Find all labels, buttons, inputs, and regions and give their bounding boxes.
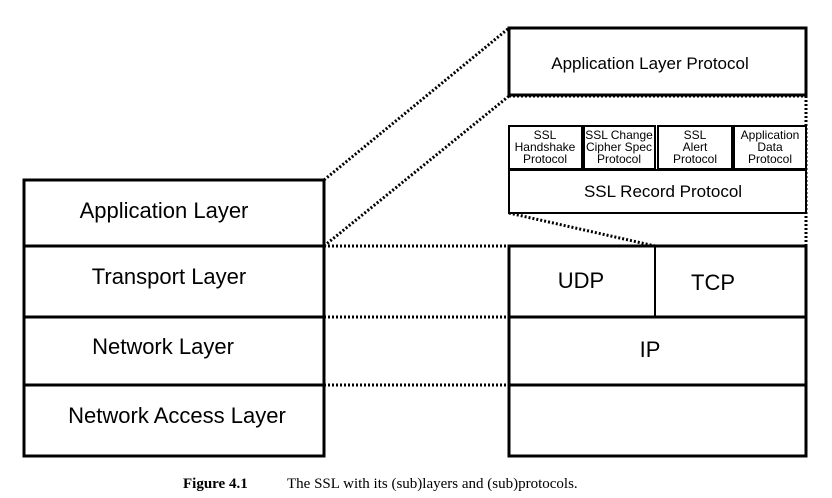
ssl-handshake-line-3: Protocol bbox=[523, 152, 567, 166]
application-data-line-1: Application bbox=[741, 128, 800, 142]
application-layer-protocol-label: Application Layer Protocol bbox=[551, 54, 749, 73]
connector-ssl-to-tcp bbox=[508, 211, 656, 248]
ssl-change-cipher-line-2: Cipher Spec bbox=[586, 140, 652, 154]
tcp-label: TCP bbox=[691, 270, 735, 295]
transport-protocols-box bbox=[507, 244, 808, 319]
transport-layer-box bbox=[22, 244, 326, 319]
connector-app-bottom bbox=[323, 94, 510, 248]
application-data-line-3: Protocol bbox=[748, 152, 792, 166]
application-layer-protocol-box bbox=[507, 26, 808, 97]
application-data-line-2: Data bbox=[757, 140, 783, 154]
network-access-layer-label: Network Access Layer bbox=[68, 403, 286, 428]
transport-layer-label: Transport Layer bbox=[92, 264, 246, 289]
network-access-layer-box bbox=[22, 383, 326, 458]
network-layer-label: Network Layer bbox=[92, 334, 234, 359]
ssl-record-protocol-box bbox=[508, 169, 807, 214]
caption-label: Figure 4.1 bbox=[183, 476, 248, 492]
application-data-protocol-box bbox=[733, 125, 807, 170]
caption-text: The SSL with its (sub)layers and (sub)pr… bbox=[287, 476, 578, 492]
application-layer-label: Application Layer bbox=[80, 198, 249, 223]
ssl-alert-line-2: Alert bbox=[683, 140, 708, 154]
network-access-empty-box bbox=[507, 383, 808, 458]
ip-label: IP bbox=[640, 337, 661, 362]
udp-label: UDP bbox=[558, 268, 604, 293]
ssl-handshake-line-2: Handshake bbox=[515, 140, 576, 154]
ssl-alert-line-3: Protocol bbox=[673, 152, 717, 166]
connector-app-top bbox=[323, 26, 510, 182]
right-protocol-stack: Application Layer Protocol SSL Handshake… bbox=[507, 26, 808, 458]
ssl-handshake-line-1: SSL bbox=[534, 128, 557, 142]
ssl-change-cipher-line-1: SSL Change bbox=[585, 128, 653, 142]
ssl-record-protocol-label: SSL Record Protocol bbox=[584, 182, 742, 201]
network-layer-box bbox=[22, 315, 326, 387]
ssl-alert-line-1: SSL bbox=[684, 128, 707, 142]
figure-caption: Figure 4.1 The SSL with its (sub)layers … bbox=[183, 476, 578, 492]
application-layer-box bbox=[22, 178, 326, 248]
ssl-alert-protocol-box bbox=[657, 125, 733, 170]
ssl-change-cipher-line-3: Protocol bbox=[597, 152, 641, 166]
left-layer-stack: Application Layer Transport Layer Networ… bbox=[22, 178, 326, 458]
